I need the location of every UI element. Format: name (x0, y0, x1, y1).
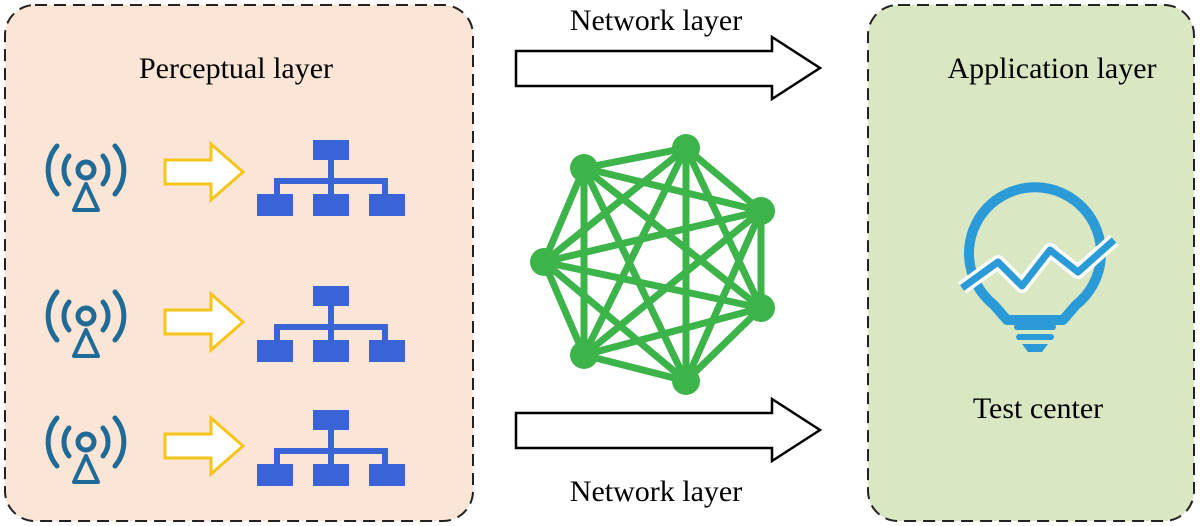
mesh-link (583, 164, 762, 215)
test-center-label: Test center (973, 392, 1103, 425)
mesh-link (583, 144, 687, 172)
mesh-link (683, 305, 764, 384)
mesh-link (682, 209, 765, 383)
mesh-link (583, 304, 762, 359)
network-arrow-top (514, 34, 823, 102)
mesh-node (530, 248, 558, 276)
application-layer-panel (867, 4, 1195, 522)
mesh-link (581, 208, 764, 358)
mesh-node (570, 341, 598, 369)
mesh-link (541, 259, 689, 384)
mesh-link (683, 145, 764, 214)
mesh-link (540, 260, 588, 357)
perceptual-layer-panel (4, 4, 474, 522)
perceptual-layer-title: Perceptual layer (139, 52, 333, 85)
mesh-link (581, 165, 764, 311)
mesh-link (541, 145, 689, 265)
mesh-link (540, 166, 588, 264)
application-layer-title: Application layer (947, 52, 1156, 85)
mesh-node (672, 134, 700, 162)
mesh-link (580, 166, 690, 383)
mesh-node (570, 154, 598, 182)
mesh-node (672, 367, 700, 395)
network-layer-top-label: Network layer (570, 4, 742, 37)
mesh-link (583, 351, 687, 385)
mesh-link (580, 146, 690, 357)
mesh-link (543, 258, 762, 312)
mesh-link (543, 207, 762, 266)
network-arrow-bottom (514, 396, 823, 464)
network-layer-bottom-label: Network layer (570, 475, 742, 508)
mesh-link (682, 146, 765, 310)
mesh-network-icon (530, 134, 775, 395)
mesh-node (747, 197, 775, 225)
lightbulb-chart-icon (957, 182, 1119, 352)
mesh-node (747, 294, 775, 322)
